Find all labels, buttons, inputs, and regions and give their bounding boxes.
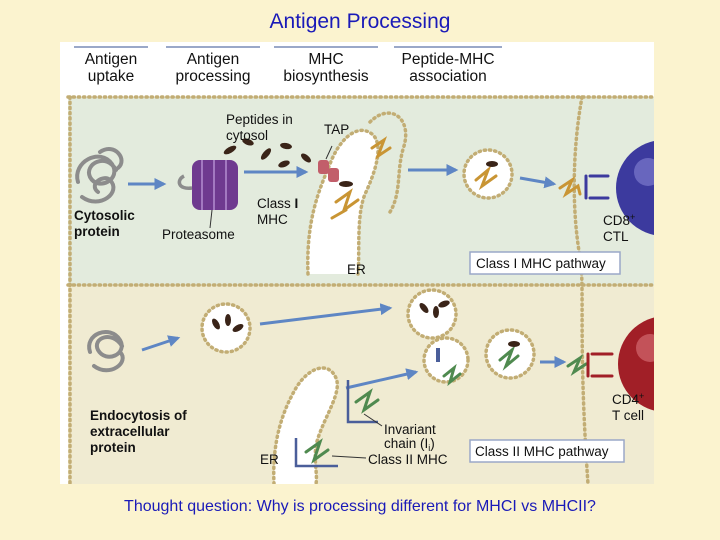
stage-header-biosynthesis: MHC biosynthesis [274, 46, 378, 95]
cell-highlight [634, 158, 654, 186]
endocytosis-label: extracellular [90, 424, 170, 439]
t-cell-label: T cell [612, 408, 644, 423]
slide-title: Antigen Processing [269, 10, 451, 33]
class1-pathway-box [469, 251, 621, 275]
peptides-label: cytosol [226, 128, 268, 143]
er-membrane [271, 366, 339, 484]
tap-label: TAP [324, 122, 349, 137]
proteasome-label: Proteasome [162, 227, 235, 242]
invariant-chain-icon [436, 348, 440, 362]
peptide-icon [212, 314, 244, 332]
cd8-label: CD8+ [603, 212, 635, 228]
stage-label: processing [175, 68, 251, 85]
proteasome-icon [177, 160, 238, 210]
label-pointer [363, 413, 383, 427]
stage-header-uptake: Antigen uptake [74, 46, 148, 95]
label-pointer [325, 145, 333, 160]
er-membrane [306, 128, 380, 276]
class1-mhc-icon [558, 175, 582, 199]
er-membrane [368, 111, 408, 214]
peptides-label: Peptides in [226, 112, 293, 127]
stage-label: uptake [87, 68, 135, 85]
label-pointer [331, 455, 367, 459]
extracellular-protein-icon [87, 330, 125, 373]
cytosolic-protein-label: protein [74, 224, 120, 239]
stage-label: MHC [308, 51, 344, 68]
ctl-label: CTL [603, 229, 629, 244]
tap-transporter-icon [318, 160, 339, 182]
class2-mhc-icon [498, 345, 520, 371]
peptide-icon [419, 300, 450, 318]
invariant-chain-label: chain (Ii) [384, 436, 435, 453]
arrow-icon [259, 303, 393, 326]
pathway-diagram: Cytosolic protein Peptides in cytosol TA… [66, 95, 654, 484]
peptide-icon [486, 161, 498, 167]
class1-mhc-icon [370, 136, 392, 160]
stage-label: Peptide-MHC [401, 51, 495, 68]
label-pointer [209, 209, 213, 229]
endosome [422, 336, 470, 384]
invariant-chain-icon [294, 380, 378, 468]
arrow-icon [141, 335, 181, 352]
thought-question: Thought question: Why is processing diff… [124, 498, 596, 515]
stage-label: biosynthesis [283, 68, 369, 85]
peptide-icon [508, 341, 520, 347]
stage-label: Antigen [84, 51, 138, 68]
arrow-icon [519, 176, 557, 189]
class2-mhc-icon [442, 363, 462, 387]
class2-pathway-box [469, 439, 625, 463]
er-label: ER [260, 452, 279, 467]
endosome [200, 302, 252, 354]
stage-label: Antigen [186, 51, 240, 68]
stage-header-processing: Antigen processing [166, 46, 260, 95]
class1-pathway-label: Class I MHC pathway [476, 256, 606, 271]
endocytosis-label: protein [90, 440, 136, 455]
class1-mhc-label: MHC [257, 212, 288, 227]
class2-mhc-icon [566, 353, 588, 377]
cytosolic-protein-icon [75, 147, 124, 204]
peptide-icon [339, 181, 353, 187]
er-label: ER [347, 262, 366, 277]
class1-mhc-icon [330, 188, 360, 220]
peptide-icon [223, 138, 311, 168]
class1-mhc-icon [474, 165, 498, 191]
invariant-chain-label: Invariant [384, 422, 436, 437]
stage-label: association [409, 68, 487, 85]
cytosolic-protein-label: Cytosolic [74, 208, 135, 223]
endocytosis-label: Endocytosis of [90, 408, 187, 423]
class2-mhc-icon [304, 388, 380, 464]
arrow-icon [345, 368, 419, 390]
tcr-receptor-icon [586, 352, 614, 378]
class2-mhc-label: Class II MHC [368, 452, 448, 467]
pathway-figure: Antigen uptake Antigen processing MHC bi… [60, 42, 654, 484]
tcr-receptor-icon [584, 174, 610, 200]
endosome [406, 288, 458, 340]
stage-header-association: Peptide-MHC association [394, 46, 502, 95]
class1-mhc-label: Class I [257, 196, 298, 211]
class2-pathway-label: Class II MHC pathway [475, 444, 609, 459]
cell-highlight [636, 334, 654, 362]
cd4-label: CD4+ [612, 391, 644, 407]
